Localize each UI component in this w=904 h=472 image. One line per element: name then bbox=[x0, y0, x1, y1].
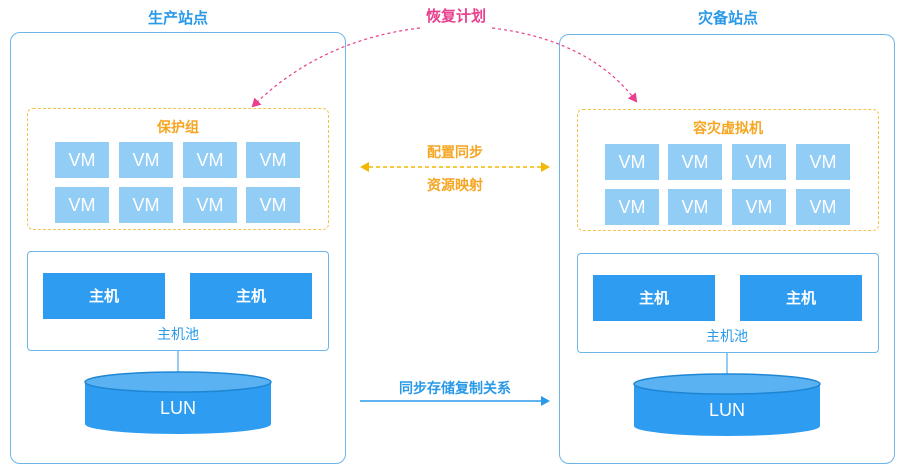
resource-mapping-label: 资源映射 bbox=[427, 178, 483, 194]
dr-vm-6: VM bbox=[668, 189, 722, 225]
prod-vm-1: VM bbox=[55, 142, 109, 178]
dr-vm-7: VM bbox=[732, 189, 786, 225]
dr-vm-group-title: 容灾虚拟机 bbox=[693, 121, 763, 137]
prod-vm-6: VM bbox=[119, 187, 173, 223]
production-site-title: 生产站点 bbox=[147, 9, 208, 27]
dr-vm-4: VM bbox=[796, 144, 850, 180]
dr-vm-2: VM bbox=[668, 144, 722, 180]
prod-vm-3: VM bbox=[183, 142, 237, 178]
prod-host-pool-label: 主机池 bbox=[157, 327, 199, 343]
dr-vm-5: VM bbox=[605, 189, 659, 225]
protection-group-box bbox=[27, 108, 329, 230]
prod-vm-7: VM bbox=[183, 187, 237, 223]
config-sync-label: 配置同步 bbox=[427, 145, 483, 161]
dr-vm-8: VM bbox=[796, 189, 850, 225]
dr-lun-cylinder bbox=[633, 373, 821, 436]
dr-lun-label: LUN bbox=[708, 400, 745, 420]
protection-group-title: 保护组 bbox=[157, 120, 199, 136]
prod-host-1: 主机 bbox=[43, 273, 165, 319]
dr-vm-3: VM bbox=[732, 144, 786, 180]
dr-site-title: 灾备站点 bbox=[697, 9, 758, 27]
prod-vm-2: VM bbox=[119, 142, 173, 178]
prod-vm-5: VM bbox=[55, 187, 109, 223]
prod-host-pool-box bbox=[27, 251, 329, 351]
dr-host-2: 主机 bbox=[740, 275, 862, 321]
dr-site-box bbox=[559, 34, 895, 464]
dr-host-1: 主机 bbox=[593, 275, 715, 321]
prod-lun-cylinder bbox=[84, 371, 272, 434]
prod-host-2: 主机 bbox=[190, 273, 312, 319]
dr-vm-1: VM bbox=[605, 144, 659, 180]
recovery-plan-label: 恢复计划 bbox=[425, 7, 486, 25]
storage-replication-label: 同步存储复制关系 bbox=[399, 381, 511, 397]
dr-vm-group-box bbox=[577, 109, 879, 231]
dr-host-pool-label: 主机池 bbox=[706, 329, 748, 345]
prod-lun-label: LUN bbox=[159, 398, 196, 418]
production-site-box bbox=[10, 32, 346, 464]
dr-host-pool-box bbox=[577, 253, 879, 353]
prod-vm-4: VM bbox=[246, 142, 300, 178]
prod-vm-8: VM bbox=[246, 187, 300, 223]
